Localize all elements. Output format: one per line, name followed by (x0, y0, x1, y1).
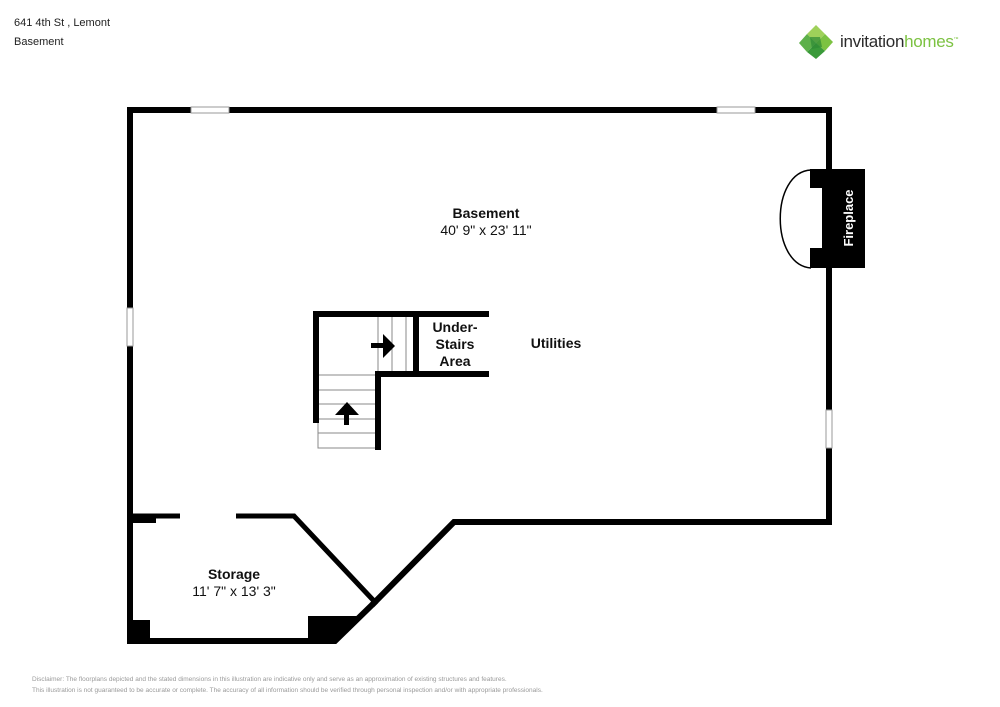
fireplace: Fireplace (779, 169, 865, 269)
utilities-label: Utilities (531, 335, 582, 351)
stairs (313, 311, 489, 450)
svg-text:Area: Area (439, 353, 470, 369)
basement-dimensions: 40' 9" x 23' 11" (440, 222, 531, 238)
storage-label: Storage 11' 7" x 13' 3" (192, 566, 276, 599)
logo-wordmark: invitationhomes™ (840, 32, 959, 51)
windows (126, 106, 833, 449)
stair-arrow-right-icon (371, 334, 395, 358)
disclaimer-line-1: Disclaimer: The floorplans depicted and … (32, 676, 507, 683)
storage-name: Storage (208, 566, 260, 582)
window-right (825, 409, 833, 449)
window-top-left (190, 106, 230, 114)
fireplace-label: Fireplace (841, 189, 856, 246)
svg-text:Stairs: Stairs (436, 336, 475, 352)
stair-arrow-up-icon (335, 402, 359, 425)
disclaimer-line-2: This illustration is not guaranteed to b… (32, 687, 543, 694)
property-address: 641 4th St , Lemont (14, 17, 111, 29)
basement-label: Basement 40' 9" x 23' 11" (440, 205, 531, 238)
svg-text:Under-: Under- (432, 319, 477, 335)
logo-mark-icon (799, 25, 833, 59)
invitation-homes-logo: invitationhomes™ (798, 24, 959, 60)
basement-name: Basement (453, 205, 520, 221)
window-top-right (716, 106, 756, 114)
outer-walls (127, 107, 832, 644)
storage-dimensions: 11' 7" x 13' 3" (192, 583, 276, 599)
property-header: 641 4th St , Lemont Basement (14, 14, 110, 52)
under-stairs-label: Under- Stairs Area (432, 319, 477, 369)
window-left (126, 307, 134, 347)
disclaimer: Disclaimer: The floorplans depicted and … (32, 674, 543, 696)
floor-name: Basement (14, 36, 64, 48)
storage-columns (127, 516, 357, 644)
